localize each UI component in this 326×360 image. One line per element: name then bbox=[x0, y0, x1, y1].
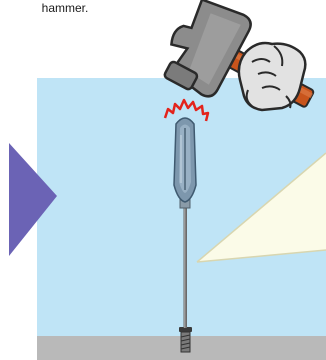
caption-text: hammer. bbox=[0, 0, 130, 16]
gloved-hand-icon bbox=[239, 43, 305, 110]
screw-icon bbox=[179, 327, 192, 352]
